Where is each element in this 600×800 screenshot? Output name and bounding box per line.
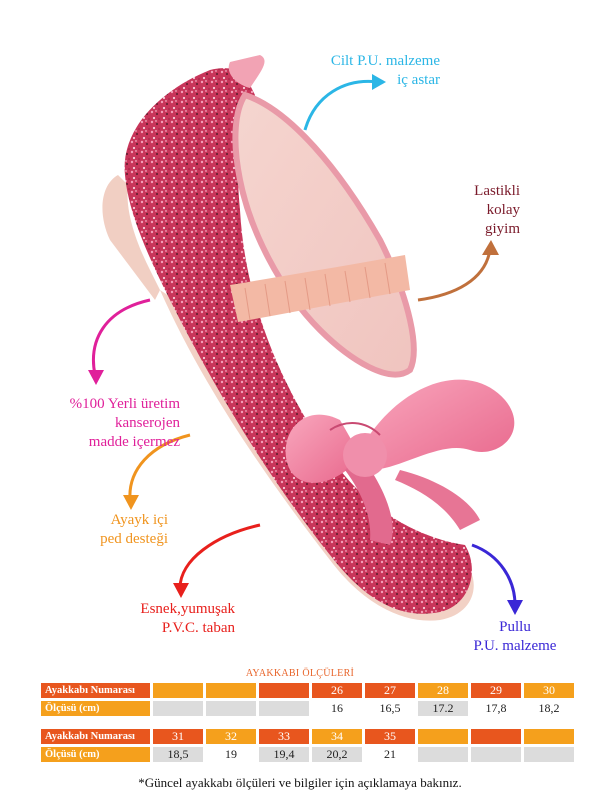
size-cell: 26 [312,683,362,698]
size-cell [153,683,203,698]
size-cell [206,683,256,698]
measure-cell [206,701,256,716]
size-table-block-2: Ayakkabı Numarası 31 32 33 34 35 Ölçüsü … [38,726,577,765]
table-row-measures: Ölçüsü (cm) 18,5 19 19,4 20,2 21 [41,747,574,762]
measure-cell [471,747,521,762]
measure-cell [259,701,309,716]
label-lining-line-1: Cilt P.U. malzeme [330,53,440,69]
arrow-sole [178,523,261,589]
row-label-measure: Ölçüsü (cm) [41,701,150,716]
size-cell: 28 [418,683,468,698]
label-elastic: Lastikli kolay giyim [430,182,520,239]
label-insole-line-2: ped desteği [100,531,168,547]
table-row-measures: Ölçüsü (cm) 16 16,5 17.2 17,8 18,2 [41,701,574,716]
label-local-line-1: %100 Yerli üretim [69,396,180,412]
measure-cell [524,747,574,762]
measure-cell: 19 [206,747,256,762]
measure-cell: 16,5 [365,701,415,716]
shoe-illustration [88,55,523,621]
label-sequin-line-1: Pullu [499,619,531,635]
insole [232,91,417,378]
size-cell: 32 [206,729,256,744]
label-insole-line-1: Ayayk içi [110,512,168,528]
size-cell: 27 [365,683,415,698]
label-sole: Esnek,yumuşak P.V.C. taban [80,600,235,638]
footnote: *Güncel ayakkabı ölçüleri ve bilgiler iç… [138,775,462,790]
label-local-line-2: kanserojen [115,415,180,431]
elastic-strap [230,255,410,322]
arrow-sequin [471,543,517,606]
measure-cell: 17,8 [471,701,521,716]
label-local: %100 Yerli üretim kanserojen madde içerm… [20,395,180,452]
measure-cell: 18,5 [153,747,203,762]
measure-cell: 21 [365,747,415,762]
label-sole-line-2: P.V.C. taban [161,620,235,636]
table-row-sizes: Ayakkabı Numarası 31 32 33 34 35 [41,729,574,744]
label-sequin: Pullu P.U. malzeme [440,618,590,656]
size-cell [524,729,574,744]
size-cell [471,729,521,744]
measure-cell: 20,2 [312,747,362,762]
label-elastic-line-2: kolay [486,202,520,218]
size-cell: 29 [471,683,521,698]
shoe-sole [102,175,160,300]
label-elastic-line-1: Lastikli [474,183,520,199]
label-sequin-line-2: P.U. malzeme [473,638,557,654]
size-table-title: AYAKKABI ÖLÇÜLERİ [245,668,355,679]
measure-cell [418,747,468,762]
measure-cell: 17.2 [418,701,468,716]
size-cell [418,729,468,744]
row-label-measure: Ölçüsü (cm) [41,747,150,762]
size-cell: 30 [524,683,574,698]
size-cell: 33 [259,729,309,744]
satin-bow [285,379,515,545]
size-cell: 35 [365,729,415,744]
arrow-lining [303,79,379,131]
table-row-sizes: Ayakkabı Numarası 26 27 28 29 30 [41,683,574,698]
label-local-line-3: madde içermez [88,434,180,450]
measure-cell: 16 [312,701,362,716]
size-cell: 34 [312,729,362,744]
row-label-size: Ayakkabı Numarası [41,683,150,698]
glitter-upper [124,68,472,614]
arrow-elastic [417,249,492,302]
size-cell [259,683,309,698]
size-cell: 31 [153,729,203,744]
label-sole-line-1: Esnek,yumuşak [140,601,235,617]
label-elastic-line-3: giyim [484,221,520,237]
label-lining: Cilt P.U. malzeme iç astar [300,52,440,90]
size-table-block-1: Ayakkabı Numarası 26 27 28 29 30 Ölçüsü … [38,680,577,719]
measure-cell: 18,2 [524,701,574,716]
label-lining-line-2: iç astar [397,72,440,88]
label-insole: Ayayk içi ped desteği [40,511,168,549]
row-label-size: Ayakkabı Numarası [41,729,150,744]
arrow-local [92,298,151,376]
measure-cell [153,701,203,716]
measure-cell: 19,4 [259,747,309,762]
arrow-insole [128,433,191,501]
